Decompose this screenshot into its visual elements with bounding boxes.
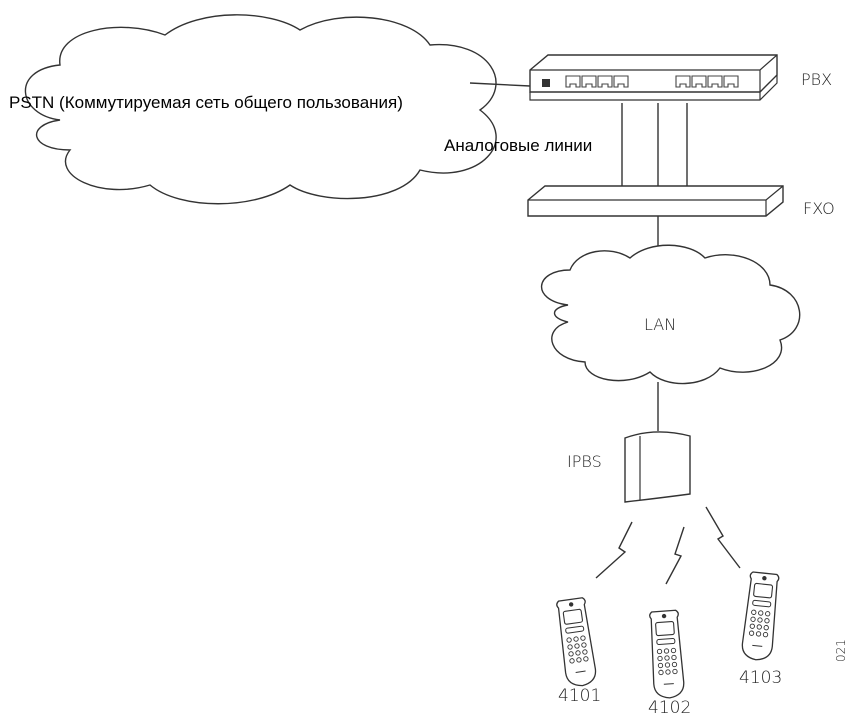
pstn-pbx-link <box>469 82 531 87</box>
lan-cloud <box>540 244 801 385</box>
handset-label-4102: 4102 <box>648 698 692 718</box>
pbx-device <box>529 54 778 101</box>
analog-lines-label: Аналоговые линии <box>444 136 593 155</box>
pstn-cloud <box>24 14 497 205</box>
fxo-device <box>527 185 784 217</box>
ipbs-device <box>624 431 691 503</box>
ipbs-label: IPBS <box>567 452 602 471</box>
lan-label: LAN <box>644 315 677 334</box>
handset-4103-icon <box>740 571 781 662</box>
handset-label-4101: 4101 <box>558 686 602 706</box>
handset-4101-icon <box>554 596 599 689</box>
pbx-label: PBX <box>801 70 833 89</box>
analog-lines <box>621 103 688 186</box>
figure-id: 021 <box>834 639 848 662</box>
pstn-label: PSTN (Коммутируемая сеть общего пользова… <box>9 93 403 112</box>
fxo-label: FXO <box>803 199 835 218</box>
radio-signals <box>595 506 741 585</box>
handset-4102-icon <box>648 609 686 700</box>
handset-label-4103: 4103 <box>739 668 783 688</box>
